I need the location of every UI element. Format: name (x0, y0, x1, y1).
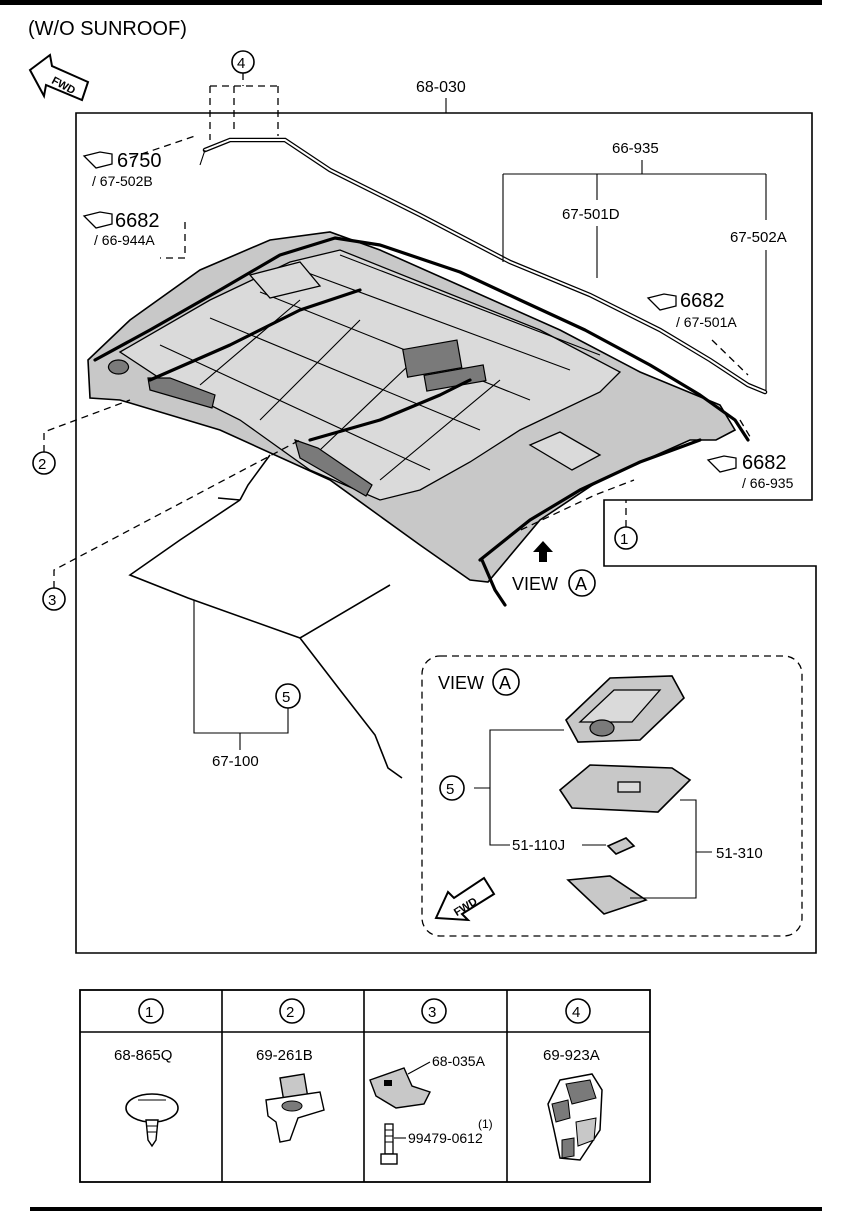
callout-4-top-text: 4 (237, 55, 245, 72)
harness-cross-2 (308, 378, 472, 442)
main-frame (75, 112, 817, 954)
view-arrow-icon (533, 541, 553, 562)
ref-6750: 6750 / 67-502B (82, 150, 162, 189)
hook-bracket-icon (265, 1073, 325, 1143)
view-a-box-circle (492, 668, 520, 696)
part-51-110J-label: 51-110J (512, 837, 565, 854)
part-68-030-label: 68-030 (416, 79, 466, 96)
callout-2-leader (43, 399, 131, 452)
ref-6682-b: 6682 / 67-501A (646, 290, 737, 330)
svg-text:2: 2 (286, 1004, 294, 1021)
harness-item-5 (128, 499, 403, 779)
fwd-arrow-view: FWD (434, 876, 496, 922)
harness-drop (480, 558, 507, 607)
leader-6682-c (739, 419, 753, 441)
part-67-502A-label: 67-502A (730, 229, 787, 246)
callout-3-leader (53, 439, 301, 588)
callout-5-view (439, 775, 465, 801)
bolt-icon (380, 1123, 398, 1165)
page-title: (W/O SUNROOF) (28, 18, 187, 40)
legend-table (79, 989, 651, 1183)
legend-col-1: 1 68-865Q (114, 998, 179, 1148)
part-66-935-label: 66-935 (612, 140, 659, 157)
bracket-66-935 (502, 160, 767, 262)
svg-text:3: 3 (428, 1004, 436, 1021)
part-67-100-label: 67-100 (212, 753, 259, 770)
svg-text:1: 1 (145, 1004, 153, 1021)
leader-6682-a (160, 222, 186, 259)
svg-text:A: A (499, 673, 511, 693)
legend-part-2: 69-261B (256, 1047, 313, 1064)
callout-1-leader (509, 479, 635, 536)
bracket-item5-view (474, 729, 564, 846)
pointing-hand-icon (82, 211, 113, 229)
harness-cross-1 (148, 288, 362, 382)
svg-text:/ 66-944A: / 66-944A (94, 232, 155, 248)
svg-text:3: 3 (48, 592, 56, 609)
bracket-51-310 (630, 799, 712, 899)
bracket-67-100 (193, 600, 289, 734)
legend-part-3a: 68-035A (432, 1053, 486, 1069)
svg-text:2: 2 (38, 456, 46, 473)
clip-connector-icon (547, 1073, 603, 1161)
leader-6682-b (711, 339, 749, 376)
bottom-rule (30, 1207, 822, 1211)
legend-col-2: 2 69-261B (256, 998, 325, 1143)
legend-part-1: 68-865Q (114, 1047, 172, 1064)
legend-col-4: 4 69-923A (543, 998, 603, 1161)
map-lamp-housing (565, 675, 685, 743)
svg-text:6682: 6682 (742, 452, 787, 474)
plate-bracket-icon (369, 1067, 431, 1109)
callout-5-left (275, 683, 301, 709)
legend-col-3: 3 68-035A (1) 99479-0612 (369, 998, 493, 1165)
svg-text:1: 1 (620, 531, 628, 548)
view-a-label: VIEW (512, 574, 558, 594)
svg-text:5: 5 (282, 689, 290, 706)
callout-4-leader (209, 73, 279, 140)
part-67-501D-label: 67-501D (562, 206, 620, 223)
bulb (606, 837, 636, 855)
view-a-box-label: VIEW (438, 673, 484, 693)
view-a-box (421, 655, 803, 937)
svg-text:5: 5 (446, 781, 454, 798)
svg-text:/ 67-501A: / 67-501A (676, 314, 737, 330)
clip-fastener-icon (125, 1093, 179, 1148)
pointing-hand-icon (646, 293, 677, 311)
svg-text:/ 66-935: / 66-935 (742, 475, 794, 491)
part-51-310-label: 51-310 (716, 845, 763, 862)
legend-qty-3: (1) (478, 1117, 493, 1131)
svg-text:/ 67-502B: / 67-502B (92, 173, 153, 189)
fwd-arrow-top: FWD (28, 53, 90, 102)
view-a-circle (568, 569, 596, 597)
ref-6682-a: 6682 / 66-944A (82, 210, 160, 248)
svg-text:6750: 6750 (117, 150, 162, 172)
legend-part-4: 69-923A (543, 1047, 600, 1064)
svg-text:6682: 6682 (680, 290, 725, 312)
svg-text:A: A (575, 574, 587, 594)
svg-text:4: 4 (572, 1004, 580, 1021)
top-rule (0, 0, 822, 5)
ref-6682-c: 6682 / 66-935 (706, 452, 794, 491)
lamp-lens (558, 764, 692, 813)
lamp-pad (566, 875, 648, 915)
pointing-hand-icon (706, 455, 737, 473)
svg-text:6682: 6682 (115, 210, 160, 232)
legend-part-3b: 99479-0612 (408, 1130, 483, 1146)
pointing-hand-icon (82, 151, 113, 169)
harness-main (93, 236, 750, 442)
